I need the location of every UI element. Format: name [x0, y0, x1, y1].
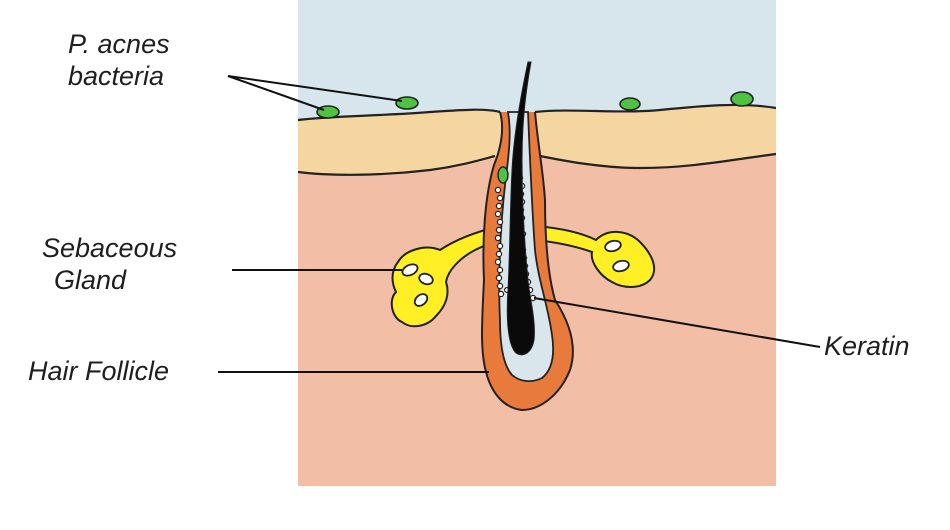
bacterium [730, 91, 754, 107]
sebum-droplet [401, 263, 419, 277]
bacterium [497, 166, 509, 184]
epidermis-layer [298, 109, 503, 175]
bacteria-label-line2: bacteria [68, 61, 165, 91]
epidermis-layer-right [533, 104, 776, 168]
sebum-droplet [604, 239, 622, 253]
keratin-label: Keratin [824, 331, 910, 361]
bacteria-label: P. acnes bacteria [68, 28, 170, 92]
leader-line-keratin [533, 297, 821, 348]
sebaceous-label-line2: Gland [54, 265, 127, 295]
sebum-droplet [418, 272, 434, 286]
dermis-boundary-line [297, 154, 496, 176]
hair-follicle-label: Hair Follicle [28, 356, 170, 386]
dermis-boundary-line-right [539, 152, 777, 170]
bacterium [619, 97, 641, 111]
hair-shaft [506, 61, 535, 356]
sebum-droplet [413, 293, 429, 307]
leader-line-bacteria-1 [227, 75, 325, 111]
bacterium [395, 96, 419, 110]
sebaceous-label-line1: Sebaceous [42, 233, 178, 263]
sebum-droplet [612, 259, 630, 273]
air-region [298, 0, 776, 120]
leader-line-bacteria-2 [227, 75, 403, 102]
keratin-granules-left [494, 186, 511, 298]
sebaceous-gland-label: Sebaceous Gland [42, 232, 177, 296]
sebaceous-gland-right [534, 224, 656, 288]
bacteria-label-line1: P. acnes [68, 29, 170, 59]
